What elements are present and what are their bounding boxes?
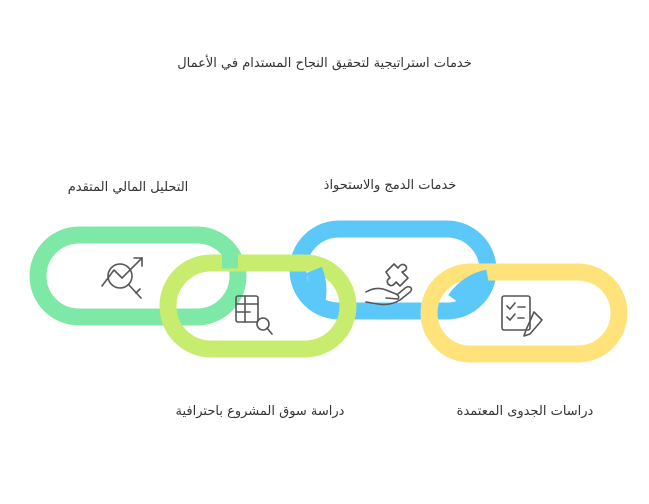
chain-link-feasibility [420, 263, 628, 363]
label-mergers: خدمات الدمج والاستحواذ [323, 178, 457, 193]
label-feasibility: دراسات الجدوى المعتمدة [456, 404, 594, 419]
overlap-blue-yellow-segment [448, 269, 491, 306]
diagram-title: خدمات استراتيجية لتحقيق النجاح المستدام … [177, 56, 472, 71]
overlap-blue-segment [305, 266, 327, 314]
handshake-puzzle-icon [365, 263, 413, 306]
chart-magnifier-icon [101, 257, 143, 299]
label-financial-analysis: التحليل المالي المتقدم [67, 180, 189, 195]
checklist-edit-icon [501, 295, 543, 337]
chain-link-market-study [159, 254, 357, 358]
table-search-icon [235, 295, 273, 335]
chain-link-financial-analysis [29, 226, 247, 326]
label-market-study: دراسة سوق المشروع باحترافية [175, 404, 345, 419]
